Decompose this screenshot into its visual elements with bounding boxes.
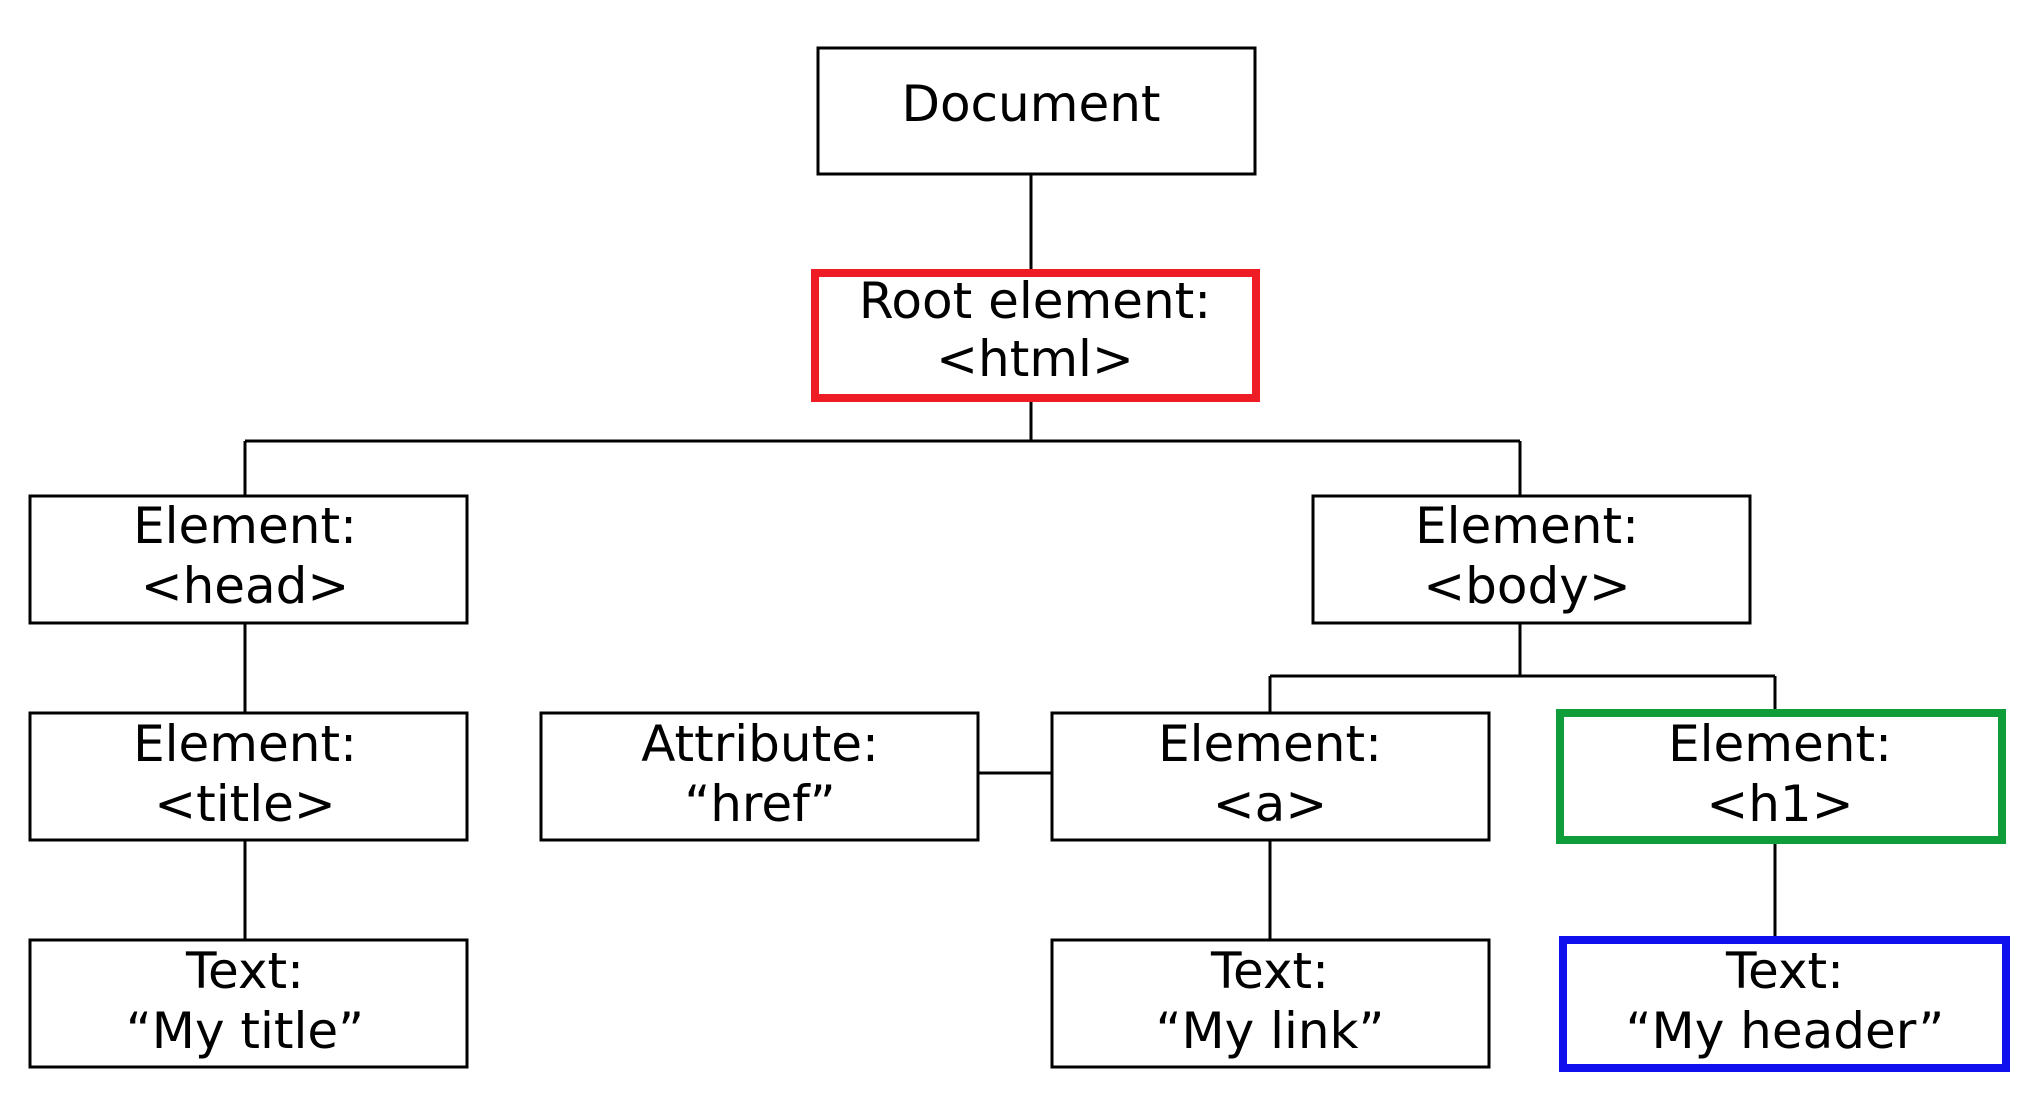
text-my-link-node: Text: “My link” <box>1050 938 1491 1069</box>
text-my-title-label: Text: <box>185 942 304 1000</box>
a-element-node: Element: <a> <box>1050 711 1491 842</box>
body-element-node: Element: <body> <box>1311 494 1752 625</box>
document-node: Document <box>816 46 1257 176</box>
text-my-header-label: Text: <box>1725 942 1844 1000</box>
root-label: Root element: <box>859 272 1211 330</box>
head-label: Element: <box>133 497 357 555</box>
a-tag: <a> <box>1213 775 1327 833</box>
root-tag: <html> <box>936 330 1134 388</box>
text-my-header-value: “My header” <box>1626 1002 1945 1060</box>
title-label: Element: <box>133 715 357 773</box>
h1-highlight-box <box>1556 709 2006 844</box>
attribute-node: Attribute: “href” <box>539 711 980 842</box>
head-tag: <head> <box>141 557 350 615</box>
connectors <box>243 174 1777 940</box>
attribute-value: “href” <box>684 775 835 833</box>
h1-tag: <h1> <box>1706 775 1853 833</box>
head-element-node: Element: <head> <box>28 494 469 625</box>
title-tag: <title> <box>154 775 336 833</box>
text-my-header-node: Text: “My header” <box>1559 936 2010 1072</box>
h1-label: Element: <box>1668 715 1892 773</box>
text-my-title-value: “My title” <box>126 1002 364 1060</box>
document-label: Document <box>901 75 1160 133</box>
title-element-node: Element: <title> <box>28 711 469 842</box>
root-element-node: Root element: <html> <box>811 269 1260 402</box>
text-header-highlight-box <box>1559 936 2010 1072</box>
root-highlight-box <box>811 269 1260 402</box>
text-my-link-value: “My link” <box>1156 1002 1385 1060</box>
text-my-link-label: Text: <box>1210 942 1329 1000</box>
h1-element-node: Element: <h1> <box>1556 709 2006 844</box>
attribute-label: Attribute: <box>641 715 879 773</box>
body-tag: <body> <box>1423 557 1630 615</box>
a-label: Element: <box>1158 715 1382 773</box>
text-my-title-node: Text: “My title” <box>28 938 469 1069</box>
body-label: Element: <box>1415 497 1639 555</box>
